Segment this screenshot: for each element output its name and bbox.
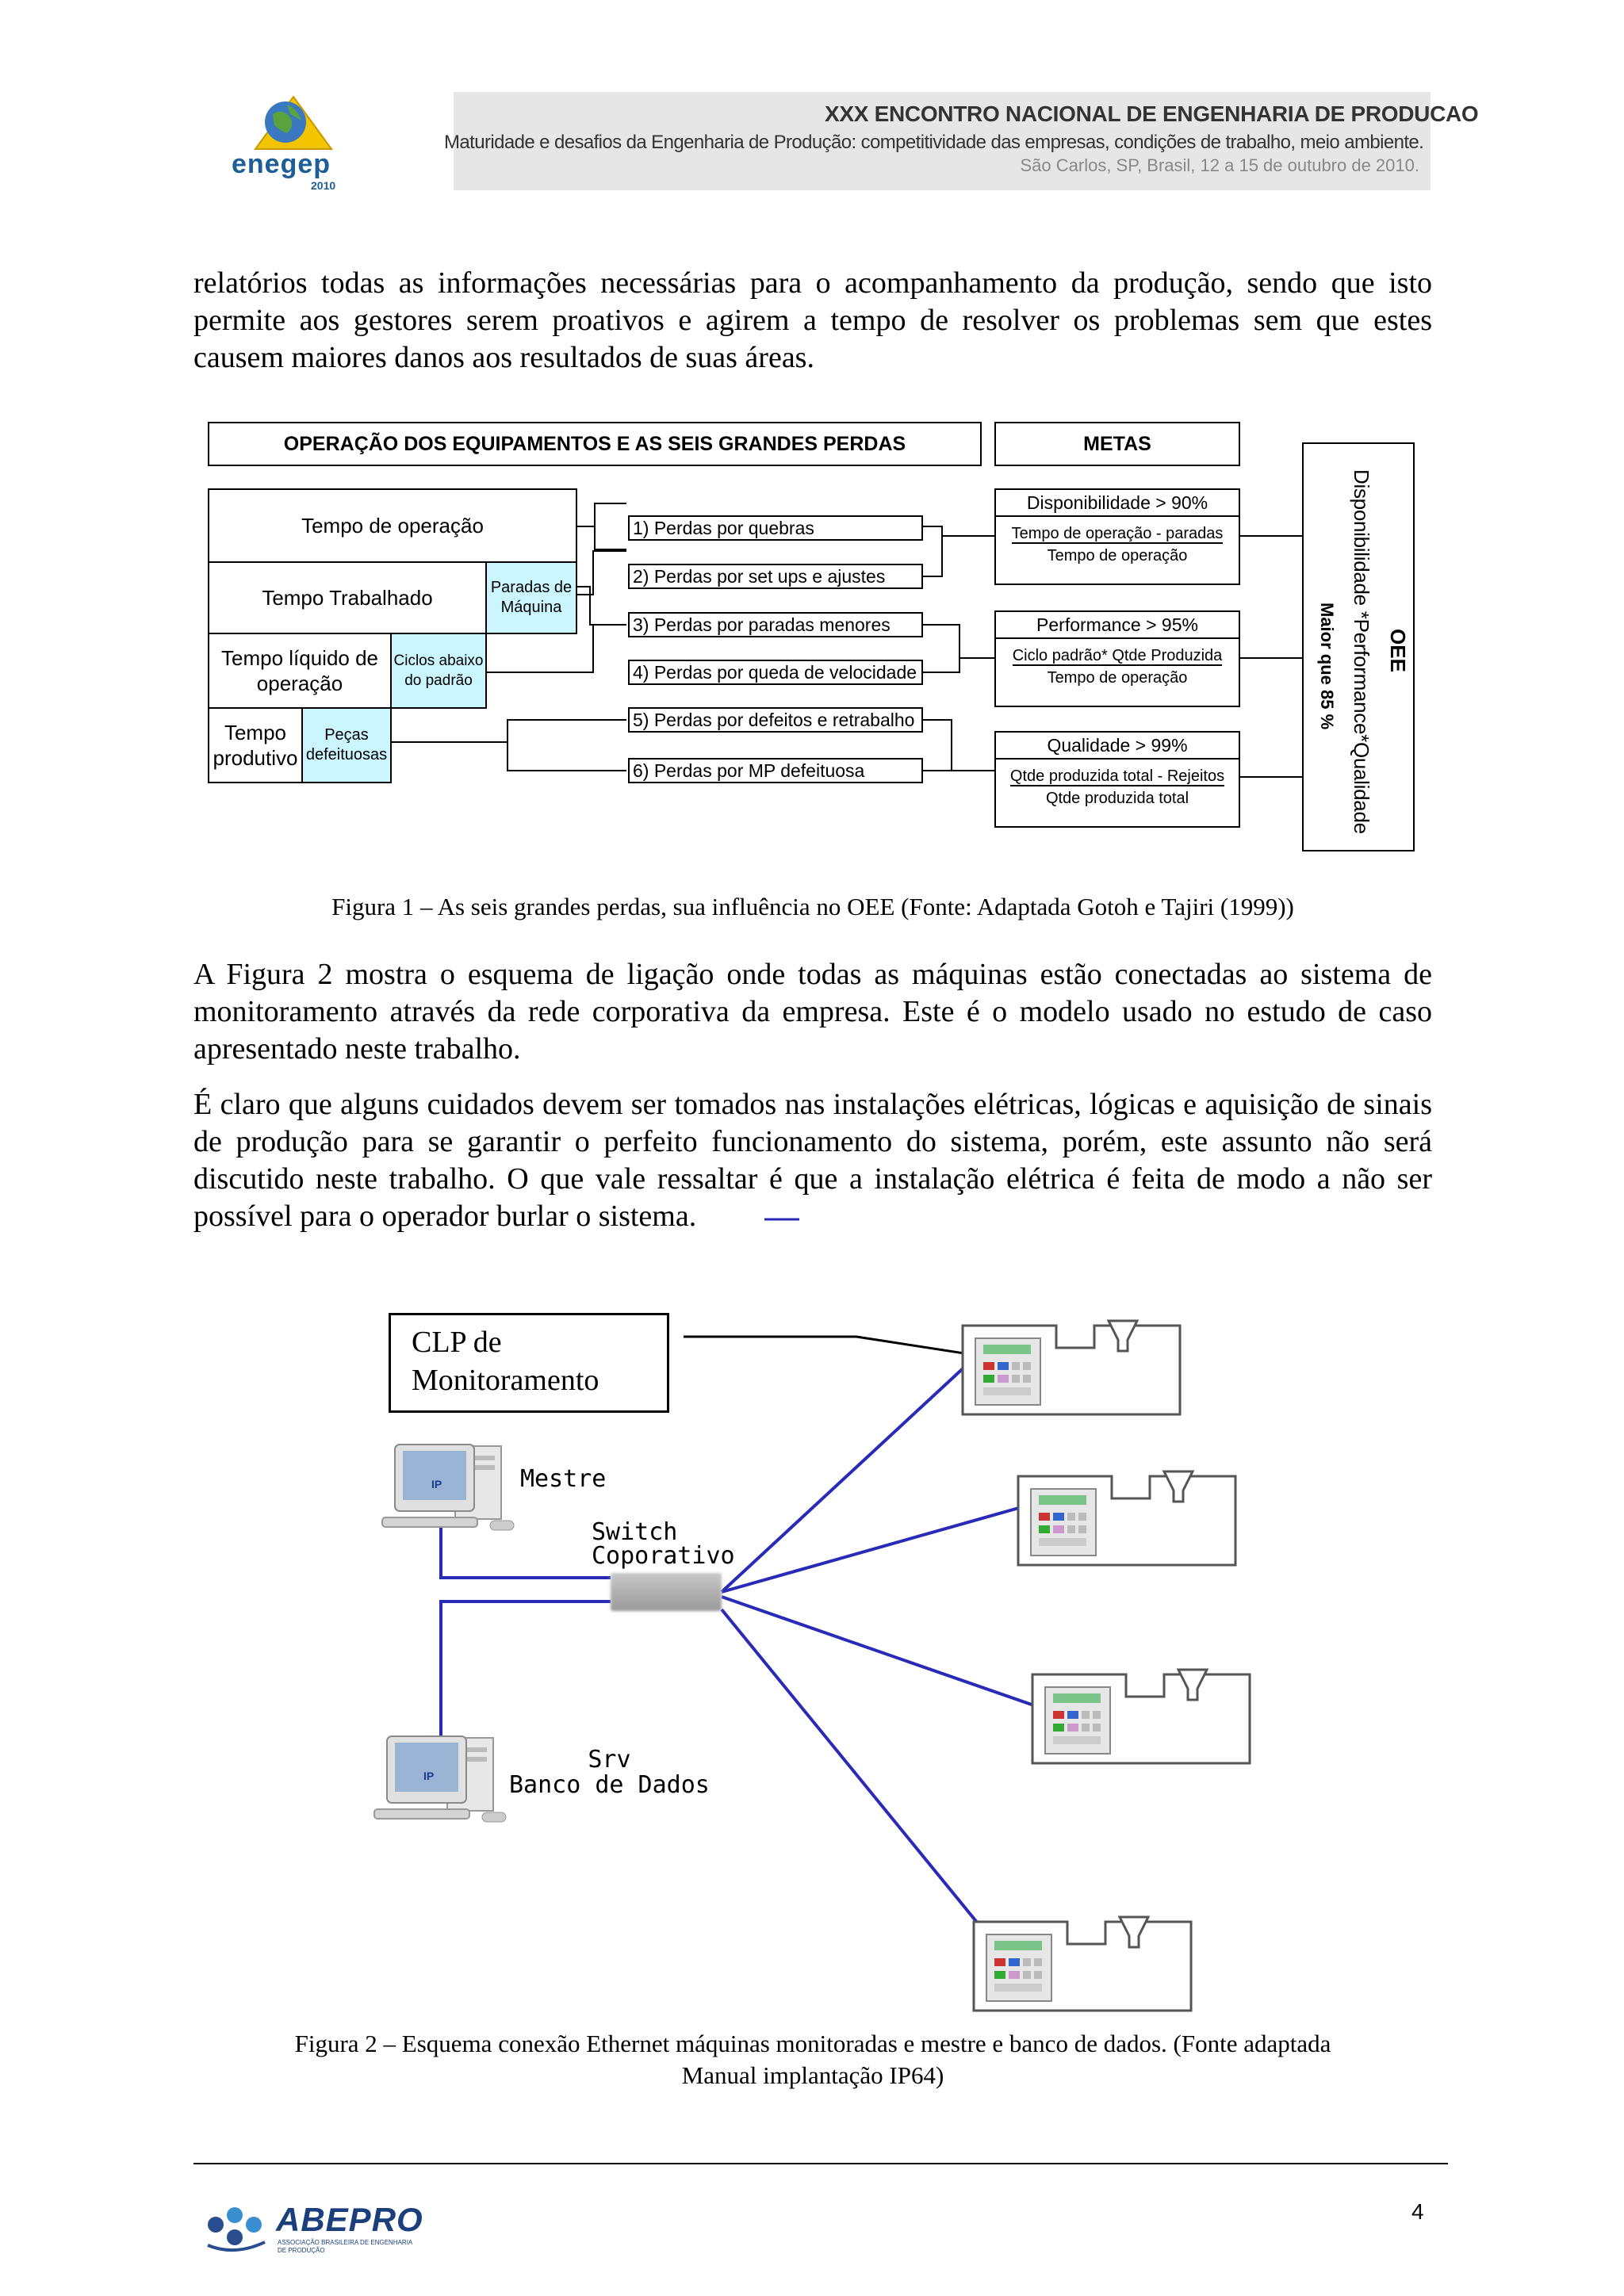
clp-monitoramento-label: CLP de Monitoramento [412, 1326, 599, 1397]
srv-label: Srv Banco de Dados [509, 1746, 710, 1799]
switch-device-icon [611, 1573, 722, 1611]
paragraph-3: É claro que alguns cuidados devem ser to… [193, 1088, 1432, 1233]
fig1-meta-perf-num-text: Ciclo padrão* Qtde Produzida [1012, 647, 1223, 666]
fig1-ciclos-text: Ciclos abaixo do padrão [393, 652, 484, 689]
fig1-pecas-defeituosas: Peças defeituosas [301, 707, 392, 783]
conference-place-date: São Carlos, SP, Brasil, 12 a 15 de outub… [1020, 155, 1420, 175]
fig1-loss-2: 2) Perdas por set ups e ajustes [628, 564, 923, 589]
abepro-logo-text: ABEPRO [276, 2201, 423, 2238]
fig1-meta-qual-num-text: Qtde produzida total - Rejeitos [1009, 767, 1225, 786]
fig1-loss-3: 3) Perdas por paradas menores [628, 612, 923, 637]
header-band [454, 92, 1431, 190]
srv-computer-icon [373, 1735, 507, 1823]
fig1-tempo-operacao: Tempo de operação [208, 488, 577, 563]
machine-1-icon [961, 1319, 1182, 1416]
fig1-tempo-liquido-text: Tempo líquido de operação [220, 646, 379, 695]
figure-2-network-lines [439, 1218, 1046, 1947]
conference-subtitle: Maturidade e desafios da Engenharia de P… [444, 132, 1424, 153]
abepro-logo-icon [207, 2207, 266, 2252]
fig1-meta-disponibilidade: Disponibilidade > 90% Tempo de operação … [994, 488, 1240, 585]
fig1-meta-qual-num: Qtde produzida total - Rejeitos [996, 766, 1239, 786]
enegep-logo-text: enegep [232, 149, 331, 179]
fig1-meta-perf-den: Tempo de operação [1047, 669, 1188, 687]
fig1-paradas-maquina-text: Paradas de Máquina [490, 579, 573, 616]
machine-4-icon [972, 1915, 1193, 2012]
conference-title: XXX ENCONTRO NACIONAL DE ENGENHARIA DE P… [825, 101, 1479, 126]
paragraph-2: A Figura 2 mostra o esquema de ligação o… [193, 958, 1432, 1066]
fig1-tempo-produtivo-text: Tempo produtivo [213, 721, 298, 770]
fig1-meta-perf-num: Ciclo padrão* Qtde Produzida [996, 645, 1239, 666]
fig1-oee-target: Maior que 85 % [1317, 602, 1337, 730]
machine-3-icon [1031, 1668, 1251, 1765]
fig1-loss-1: 1) Perdas por quebras [628, 515, 923, 541]
fig1-meta-qual-title: Qualidade > 99% [996, 733, 1239, 760]
fig1-loss-6: 6) Perdas por MP defeituosa [628, 758, 923, 783]
enegep-logo-icon [254, 95, 333, 150]
fig1-oee-formula: Disponibilidade *Performance*Qualidade [1350, 469, 1373, 834]
fig1-header-losses-text: OPERAÇÃO DOS EQUIPAMENTOS E AS SEIS GRAN… [283, 432, 906, 455]
clp-monitoramento-box: CLP de Monitoramento [389, 1313, 669, 1413]
fig1-meta-qualidade: Qualidade > 99% Qtde produzida total - R… [994, 731, 1240, 828]
mestre-ip-badge: IP [431, 1478, 442, 1490]
fig1-meta-disp-num: Tempo de operação - paradas [996, 523, 1239, 544]
fig1-ciclos: Ciclos abaixo do padrão [390, 633, 487, 709]
fig1-paradas-maquina: Paradas de Máquina [485, 561, 577, 634]
switch-label: Switch Coporativo [592, 1518, 735, 1570]
figure-1-connectors [390, 503, 1304, 778]
fig1-header-metas-text: METAS [1083, 432, 1151, 455]
srv-ip-badge: IP [423, 1770, 435, 1782]
fig1-tempo-liquido: Tempo líquido de operação [208, 633, 392, 709]
fig1-meta-disp-title: Disponibilidade > 90% [996, 490, 1239, 517]
figure-1-caption: Figura 1 – As seis grandes perdas, sua i… [331, 893, 1294, 920]
fig1-meta-qual-den: Qtde produzida total [1045, 790, 1189, 807]
fig1-tempo-produtivo: Tempo produtivo [208, 707, 303, 783]
abepro-logo-subtitle: ASSOCIAÇÃO BRASILEIRA DE ENGENHARIA DE P… [278, 2239, 412, 2254]
page-number: 4 [1411, 2199, 1424, 2224]
fig1-header-losses: OPERAÇÃO DOS EQUIPAMENTOS E AS SEIS GRAN… [208, 422, 982, 466]
fig1-meta-performance: Performance > 95% Ciclo padrão* Qtde Pro… [994, 610, 1240, 707]
enegep-logo-year: 2010 [311, 179, 336, 192]
footer-rule [193, 2163, 1448, 2164]
mestre-computer-icon [381, 1444, 515, 1531]
fig1-meta-perf-title: Performance > 95% [996, 612, 1239, 639]
fig1-oee-box: OEE Disponibilidade *Performance*Qualida… [1302, 442, 1415, 851]
fig1-tempo-operacao-text: Tempo de operação [301, 513, 484, 538]
mestre-label: Mestre [520, 1465, 607, 1493]
figure-2-caption-line-1: Figura 2 – Esquema conexão Ethernet máqu… [294, 2030, 1331, 2057]
paragraph-1: relatórios todas as informações necessár… [193, 266, 1432, 374]
fig1-pecas-defeituosas-text: Peças defeituosas [305, 726, 388, 763]
fig1-header-metas: METAS [994, 422, 1240, 466]
fig1-meta-disp-den: Tempo de operação [1047, 547, 1188, 564]
fig1-meta-disp-num-text: Tempo de operação - paradas [1011, 525, 1224, 544]
figure-2-caption-line-2: Manual implantação IP64) [681, 2061, 944, 2089]
fig1-loss-5: 5) Perdas por defeitos e retrabalho [628, 707, 923, 733]
header: enegep 2010 XXX ENCONTRO NACIONAL DE ENG… [0, 0, 1624, 206]
fig1-oee-title: OEE [1386, 628, 1410, 672]
fig1-loss-4: 4) Perdas por queda de velocidade [628, 660, 923, 685]
machine-2-icon [1017, 1470, 1237, 1567]
fig1-tempo-trabalhado-text: Tempo Trabalhado [262, 585, 433, 610]
